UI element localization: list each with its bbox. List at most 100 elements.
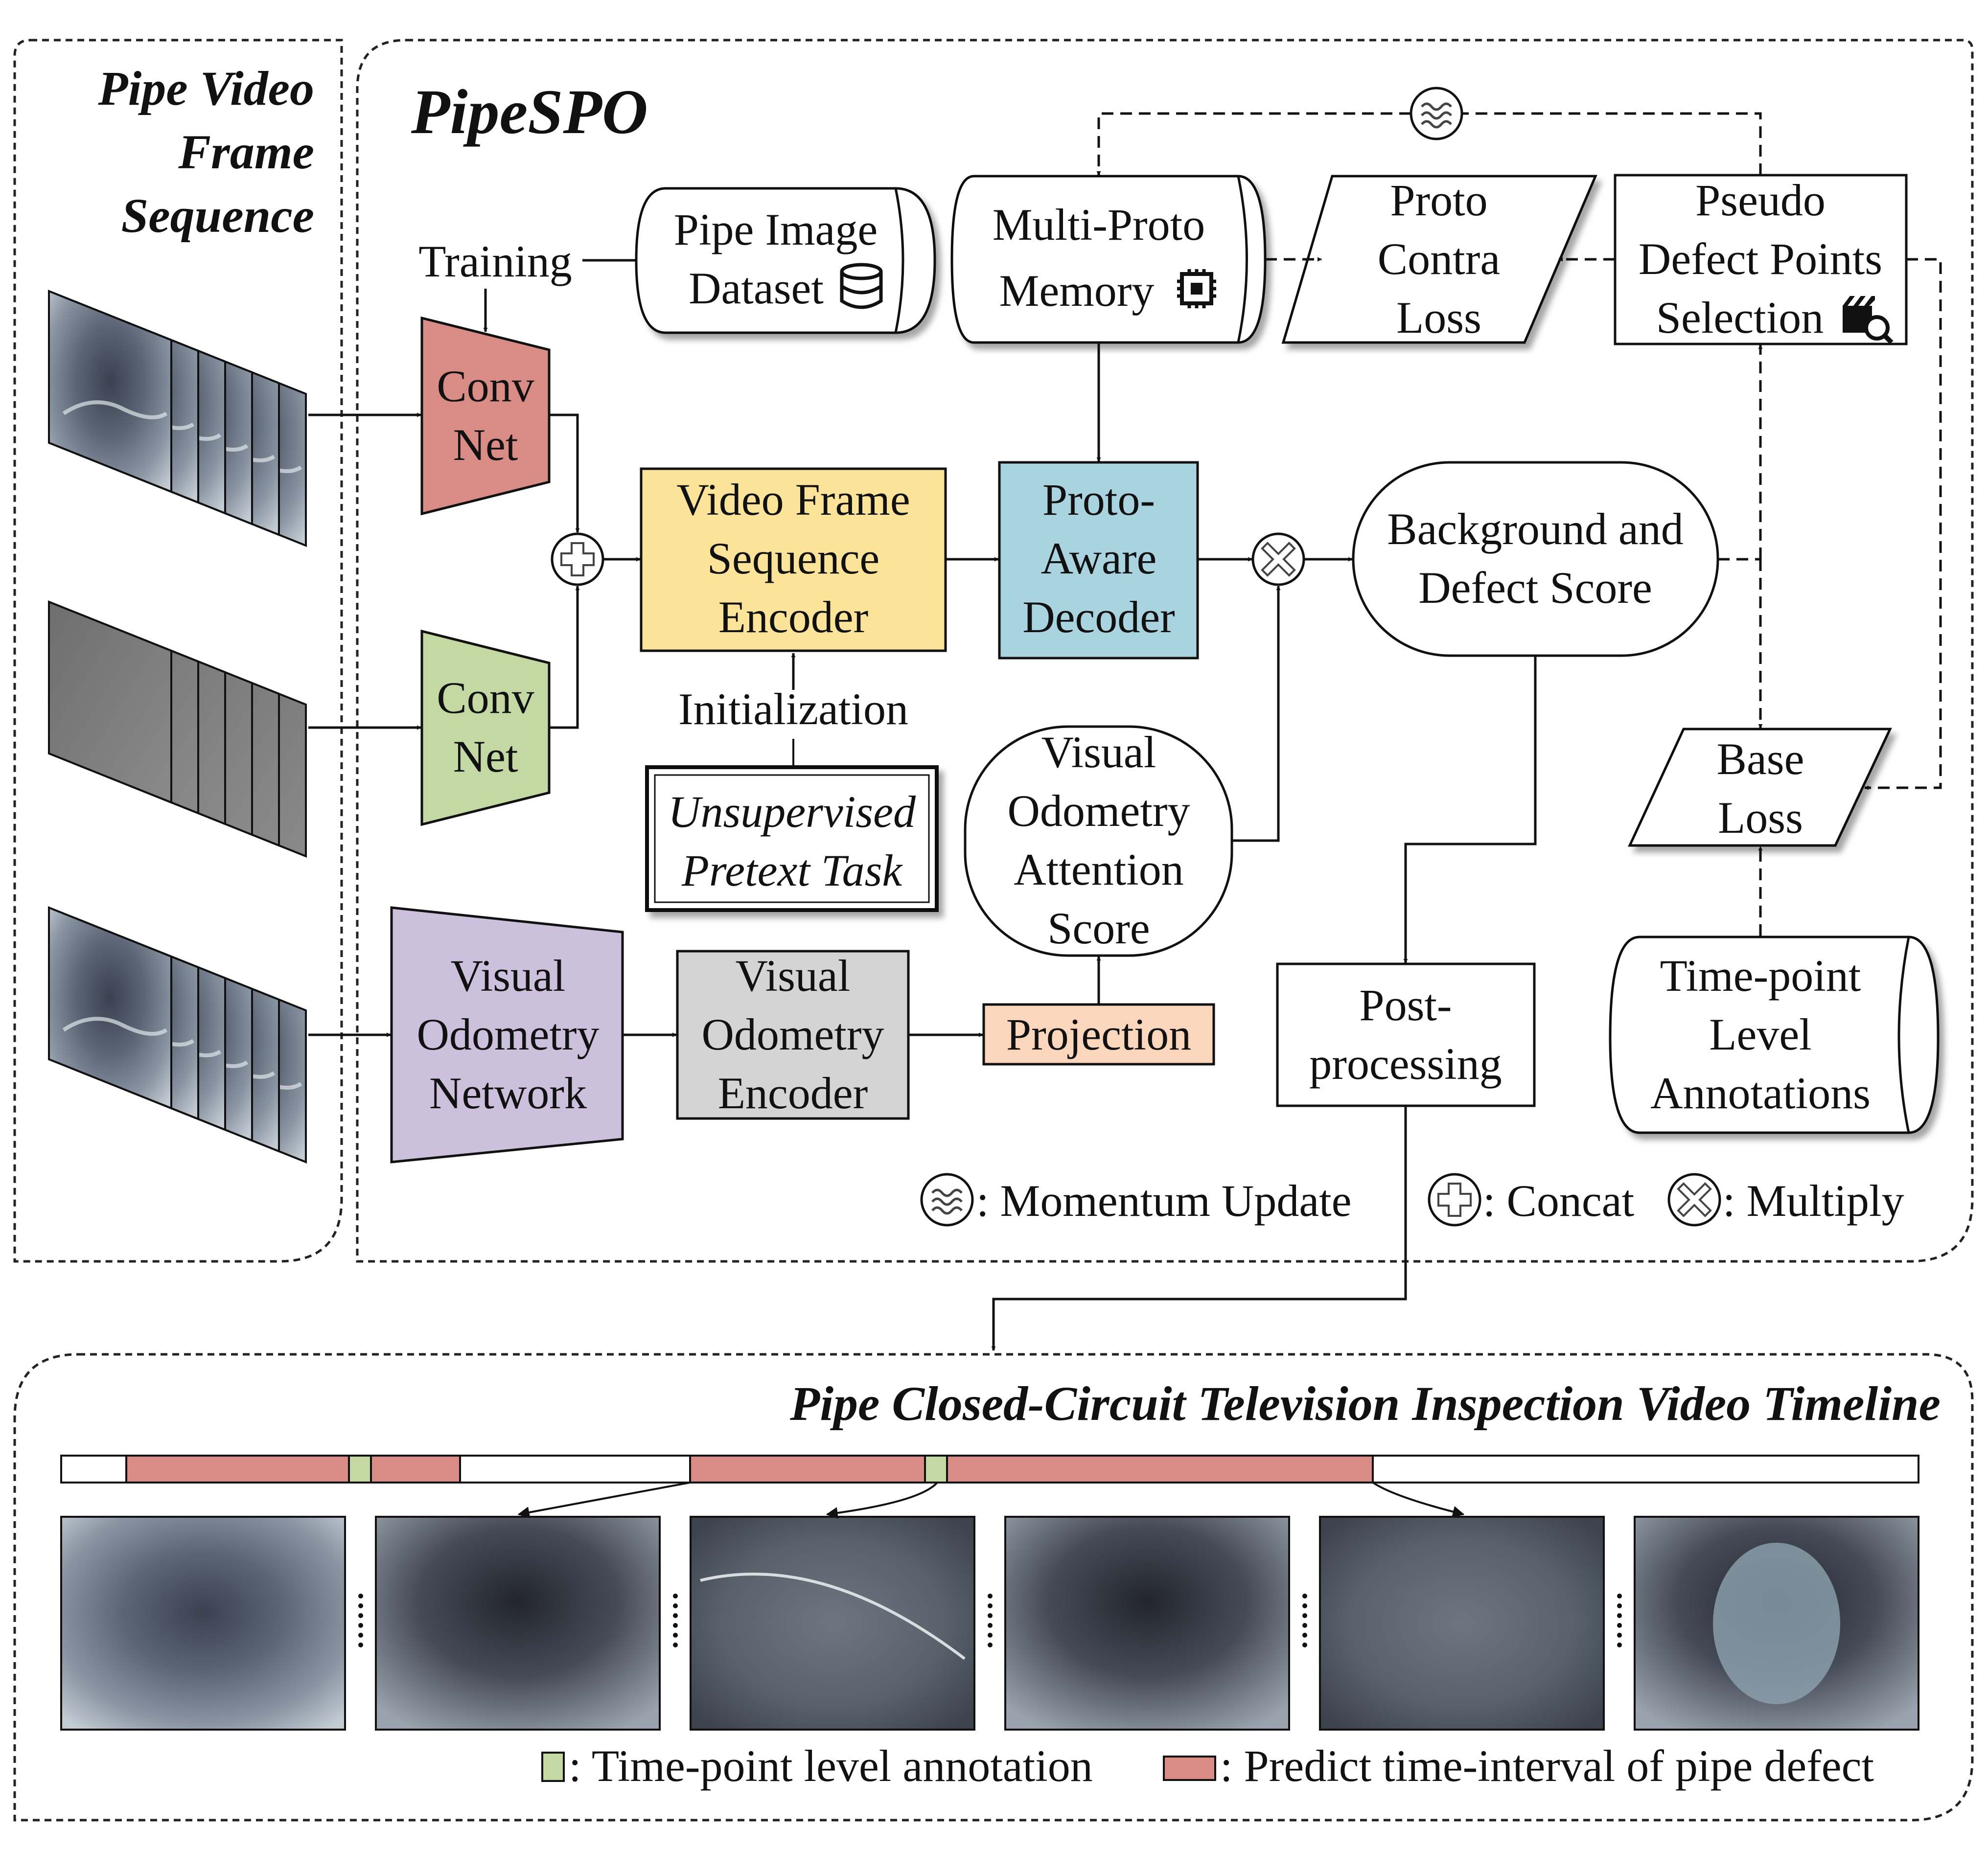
vo-encoder: Visual Odometry Encoder [676, 950, 910, 1120]
left-panel-title-line-3: Sequence [121, 188, 314, 243]
pseudo-defect-points-selection: Pseudo Defect Points Selection [1614, 174, 1908, 345]
timeline-title: Pipe Closed-Circuit Television Inspectio… [789, 1376, 1941, 1431]
ellipsis-dot [988, 1633, 993, 1638]
pretext-line-2: Pretext Task [681, 845, 903, 895]
ellipsis-dot [673, 1623, 678, 1628]
proto-aware-decoder: Proto- Aware Decoder [998, 461, 1199, 660]
pseudo-defect-line-1: Pseudo [1695, 175, 1826, 225]
ellipsis-dot [1302, 1613, 1307, 1618]
pipe-image-dataset-line-1: Pipe Image [674, 205, 878, 254]
solid-connectors [308, 342, 1537, 1351]
ellipsis-dot [358, 1594, 363, 1598]
legend-multiply-label: : Multiply [1723, 1176, 1904, 1226]
base-loss-line-1: Base [1717, 734, 1804, 784]
main-panel-title: PipeSPO [411, 77, 648, 147]
vo-encoder-line-1: Visual [736, 951, 851, 1001]
vo-encoder-line-3: Encoder [718, 1068, 868, 1118]
background-defect-score: Background and Defect Score [1352, 461, 1719, 657]
multi-proto-memory-line-2: Memory [999, 266, 1155, 316]
ellipsis-dot [1302, 1623, 1307, 1628]
vo-attention-line-4: Score [1047, 903, 1150, 953]
video-search-icon [1843, 296, 1894, 344]
ellipsis-dot [358, 1643, 363, 1647]
post-processing: Post- processing [1276, 962, 1536, 1107]
conv-net-top-line-1: Conv [437, 361, 534, 411]
frame-stack-rgb [48, 290, 307, 547]
momentum-update-icon [1410, 87, 1463, 140]
legend-concat-icon [1428, 1173, 1481, 1227]
pipe-image-dataset-line-2: Dataset [689, 263, 824, 313]
vo-network-line-1: Visual [451, 951, 566, 1001]
bg-defect-line-1: Background and [1387, 504, 1684, 554]
timeline-bar [60, 1455, 1919, 1484]
ellipsis-dot [1302, 1633, 1307, 1638]
ellipsis-dot [358, 1603, 363, 1608]
legend-multiply-icon [1667, 1173, 1721, 1227]
ellipsis-dot [673, 1643, 678, 1647]
timeline-thumbnail [1319, 1516, 1605, 1731]
training-label: Training [418, 236, 572, 286]
video-frame [48, 600, 172, 804]
conv-net-bottom-line-1: Conv [437, 673, 534, 723]
conv-net-bottom: Conv Net [420, 629, 551, 826]
pretext-line-1: Unsupervised [668, 787, 916, 837]
conv-net-top: Conv Net [420, 316, 551, 516]
ellipsis-dot [673, 1633, 678, 1638]
chip-icon [1177, 269, 1216, 308]
frame-stack-gray [48, 600, 307, 858]
timeline-thumbnail [1004, 1516, 1290, 1731]
bg-defect-line-2: Defect Score [1418, 563, 1652, 613]
ellipsis-dot [358, 1623, 363, 1628]
projection-label: Projection [1006, 1009, 1191, 1059]
ellipsis-dot [988, 1623, 993, 1628]
concat-operator-icon [551, 532, 604, 586]
dashed-connectors [1096, 112, 1942, 936]
ellipsis-dot [1617, 1633, 1622, 1638]
ellipsis-dot [1617, 1613, 1622, 1618]
encoder-line-1: Video Frame [676, 475, 910, 525]
conv-net-top-line-2: Net [453, 420, 518, 470]
ellipsis-dot [358, 1613, 363, 1618]
ellipsis-dot [1302, 1643, 1307, 1647]
vo-encoder-line-2: Odometry [701, 1009, 884, 1059]
annotations-line-3: Annotations [1650, 1068, 1871, 1118]
pipe-image-dataset: Pipe Image Dataset [635, 187, 936, 334]
ellipsis-dot [673, 1603, 678, 1608]
encoder-line-2: Sequence [707, 533, 880, 583]
ellipsis-dot [1617, 1623, 1622, 1628]
vo-attention-line-2: Odometry [1007, 786, 1190, 836]
legend-defect-label: : Predict time-interval of pipe defect [1220, 1741, 1874, 1791]
vo-attention-line-3: Attention [1014, 845, 1184, 894]
ellipsis-dot [1617, 1594, 1622, 1598]
timeline-segment [924, 1455, 948, 1484]
left-panel-title-line-1: Pipe Video [97, 61, 314, 115]
proto-contra-loss: Proto Contra Loss [1281, 175, 1597, 344]
timeline-thumbnail [375, 1516, 661, 1731]
pseudo-defect-line-3: Selection [1656, 293, 1824, 342]
vo-network-line-3: Network [429, 1068, 587, 1118]
timeline-thumbnails [60, 1516, 1919, 1731]
annotations-line-2: Level [1709, 1009, 1811, 1059]
left-panel-title-line-2: Frame [178, 125, 314, 179]
timeline-segment [689, 1455, 926, 1484]
ellipsis-dot [988, 1613, 993, 1618]
annotations-line-1: Time-point [1660, 951, 1861, 1001]
ellipsis-dot [988, 1594, 993, 1598]
decoder-line-1: Proto- [1042, 475, 1155, 525]
encoder-line-3: Encoder [718, 592, 869, 642]
base-loss: Base Loss [1628, 728, 1892, 847]
vo-network-line-2: Odometry [416, 1009, 599, 1059]
main-panel-border [356, 39, 1974, 1263]
frame-stack-rgb-2 [48, 906, 307, 1164]
decoder-line-3: Decoder [1022, 592, 1175, 642]
decoder-line-2: Aware [1041, 533, 1157, 583]
post-processing-line-2: processing [1309, 1039, 1502, 1089]
legend-annotation-label: : Time-point level annotation [569, 1741, 1093, 1791]
video-frame-sequence-encoder: Video Frame Sequence Encoder [640, 467, 947, 652]
proto-contra-loss-line-1: Proto [1390, 175, 1487, 225]
multiply-operator-icon [1251, 532, 1305, 586]
ellipsis-dot [1302, 1603, 1307, 1608]
conv-net-bottom-line-2: Net [453, 731, 518, 781]
post-processing-line-1: Post- [1359, 980, 1452, 1030]
